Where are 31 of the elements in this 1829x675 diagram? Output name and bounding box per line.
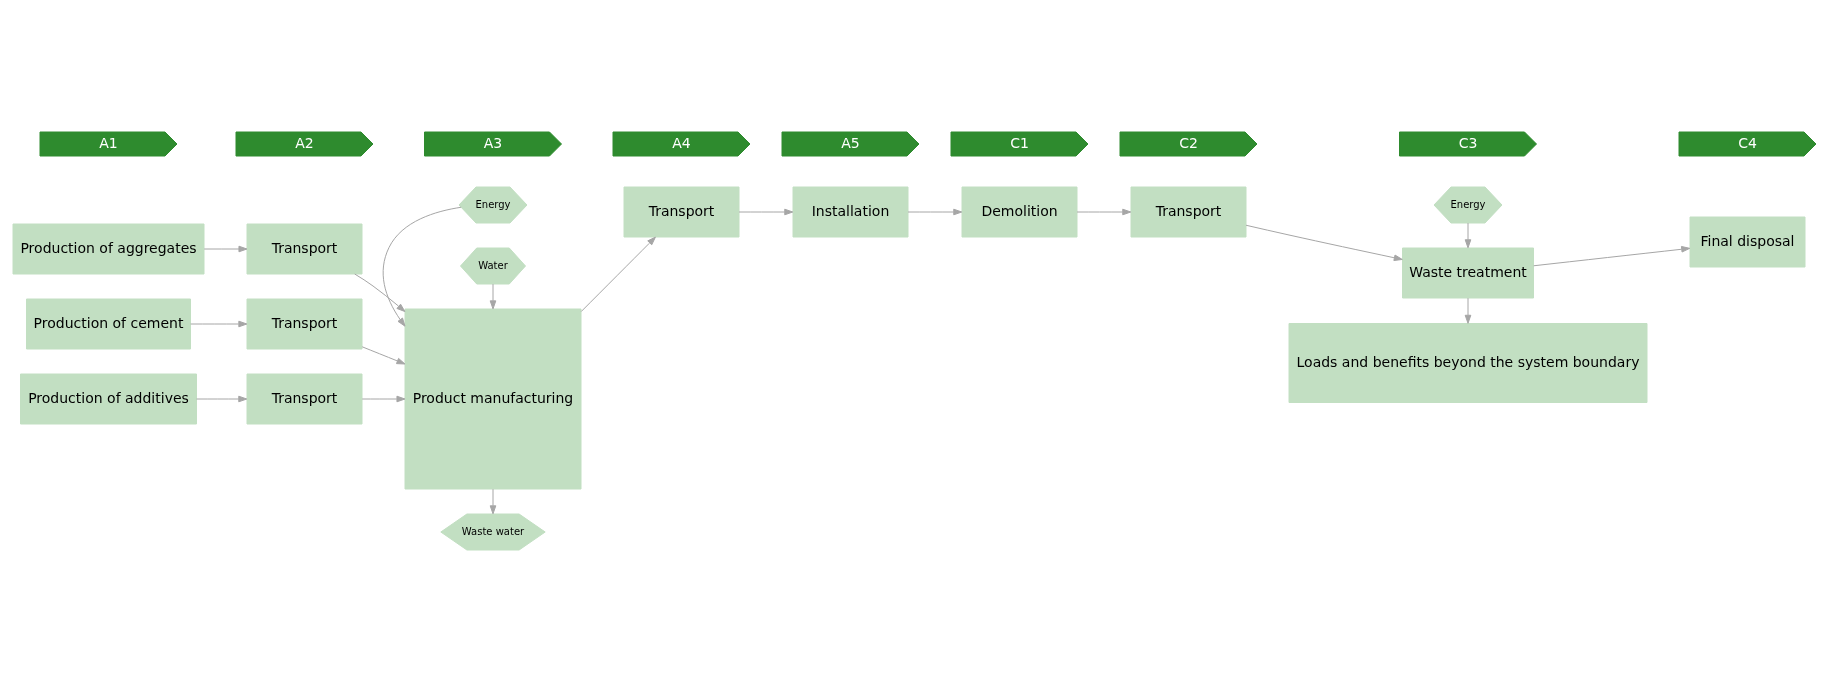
node-box: Loads and benefits beyond the system boundary <box>1288 322 1648 403</box>
node-box: Production of aggregates <box>12 223 205 274</box>
node-box: Final disposal <box>1689 216 1806 267</box>
node-box: Transport <box>246 373 363 424</box>
arrow <box>361 345 406 364</box>
arrow <box>907 208 963 215</box>
arrow <box>382 206 462 327</box>
arrow <box>1076 208 1132 215</box>
node-box: Waste treatment <box>1402 247 1534 298</box>
arrow <box>361 395 406 402</box>
node-box: Production of cement <box>26 298 191 349</box>
node-box: Demolition <box>961 186 1078 237</box>
arrow <box>1464 222 1472 248</box>
arrow <box>354 273 406 312</box>
arrow <box>190 320 248 327</box>
node-box: Transport <box>246 223 363 274</box>
arrow <box>196 395 248 402</box>
arrow <box>738 208 794 215</box>
node-box: Transport <box>246 298 363 349</box>
arrow <box>489 488 497 514</box>
arrow <box>489 283 497 309</box>
arrow <box>580 236 656 312</box>
node-box: Installation <box>792 186 909 237</box>
arrow <box>203 245 248 252</box>
arrow <box>1464 297 1472 324</box>
node-box: Production of additives <box>20 373 197 424</box>
arrow <box>1533 245 1691 266</box>
arrow <box>1245 224 1403 261</box>
node-box: Transport <box>623 186 740 237</box>
node-box: Product manufacturing <box>404 308 582 489</box>
node-box: Transport <box>1130 186 1247 237</box>
